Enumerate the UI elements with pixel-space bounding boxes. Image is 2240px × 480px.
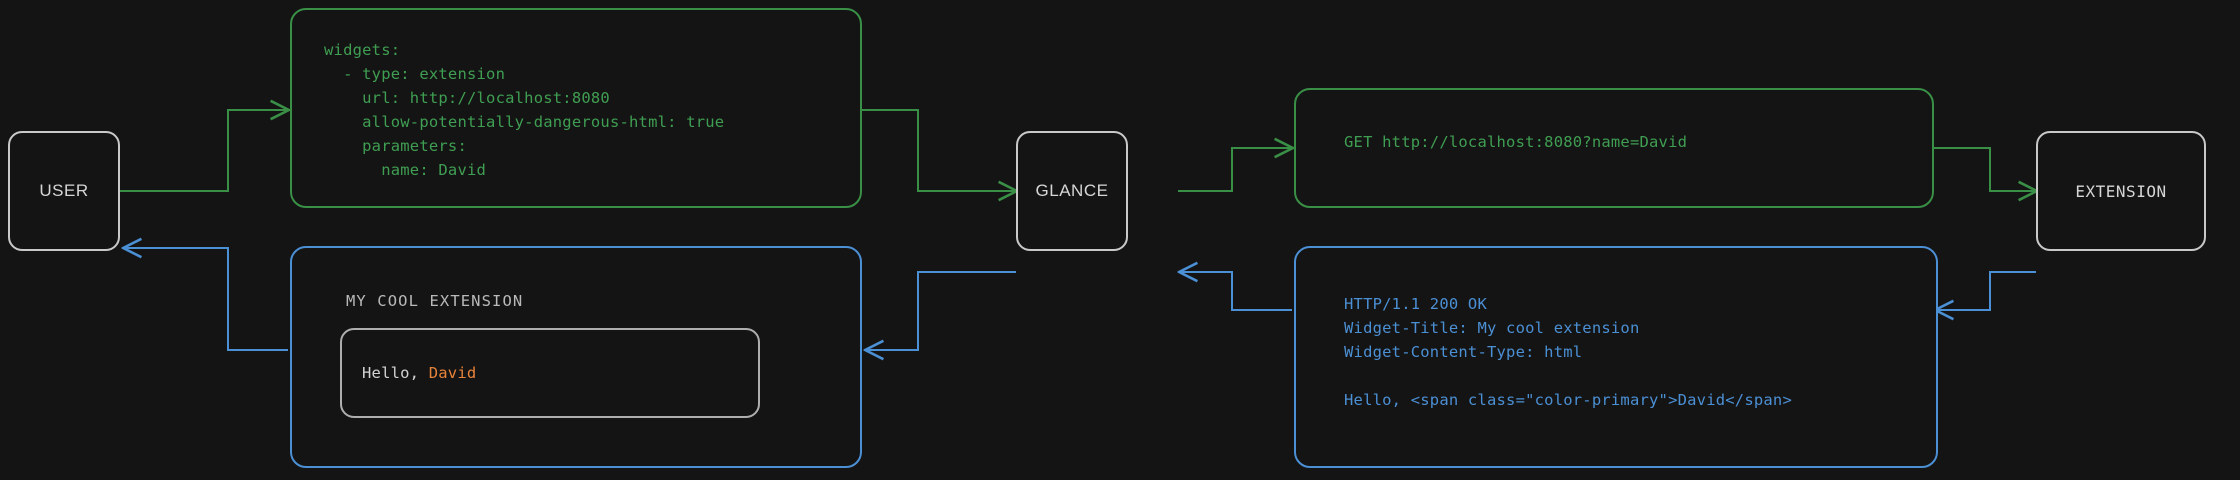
node-user-label: USER [39,181,89,200]
node-extension-label: EXTENSION [2075,181,2167,201]
edge-widget-to-user [124,248,288,351]
http-response-code: HTTP/1.1 200 OK Widget-Title: My cool ex… [1344,295,1792,409]
rendered-widget-title: MY COOL EXTENSION [346,292,524,310]
edge-response-to-glance [1180,272,1292,311]
node-glance[interactable]: GLANCE [1016,131,1128,251]
panel-http-request[interactable]: GET http://localhost:8080?name=David [1294,88,1934,208]
node-extension[interactable]: EXTENSION [2036,131,2206,251]
panel-http-response[interactable]: HTTP/1.1 200 OK Widget-Title: My cool ex… [1294,246,1938,468]
rendered-widget-text: Hello, David [342,364,476,382]
edge-extension-to-response [1936,271,2036,310]
rendered-widget-body: Hello, David [340,328,760,418]
edge-glance-to-widget [866,271,1016,350]
node-user[interactable]: USER [8,131,120,251]
widget-config-code: widgets: - type: extension url: http://l… [324,41,725,179]
edge-config-to-glance [862,109,1016,191]
widget-greeting: Hello, [362,364,429,382]
edge-user-to-config [120,110,288,192]
edge-request-to-extension [1934,147,2036,191]
node-glance-label: GLANCE [1035,181,1109,200]
edge-glance-to-request [1178,148,1292,192]
panel-rendered-widget[interactable]: MY COOL EXTENSION Hello, David [290,246,862,468]
panel-widget-config[interactable]: widgets: - type: extension url: http://l… [290,8,862,208]
widget-name-accent: David [428,364,477,382]
http-request-code: GET http://localhost:8080?name=David [1344,133,1688,151]
